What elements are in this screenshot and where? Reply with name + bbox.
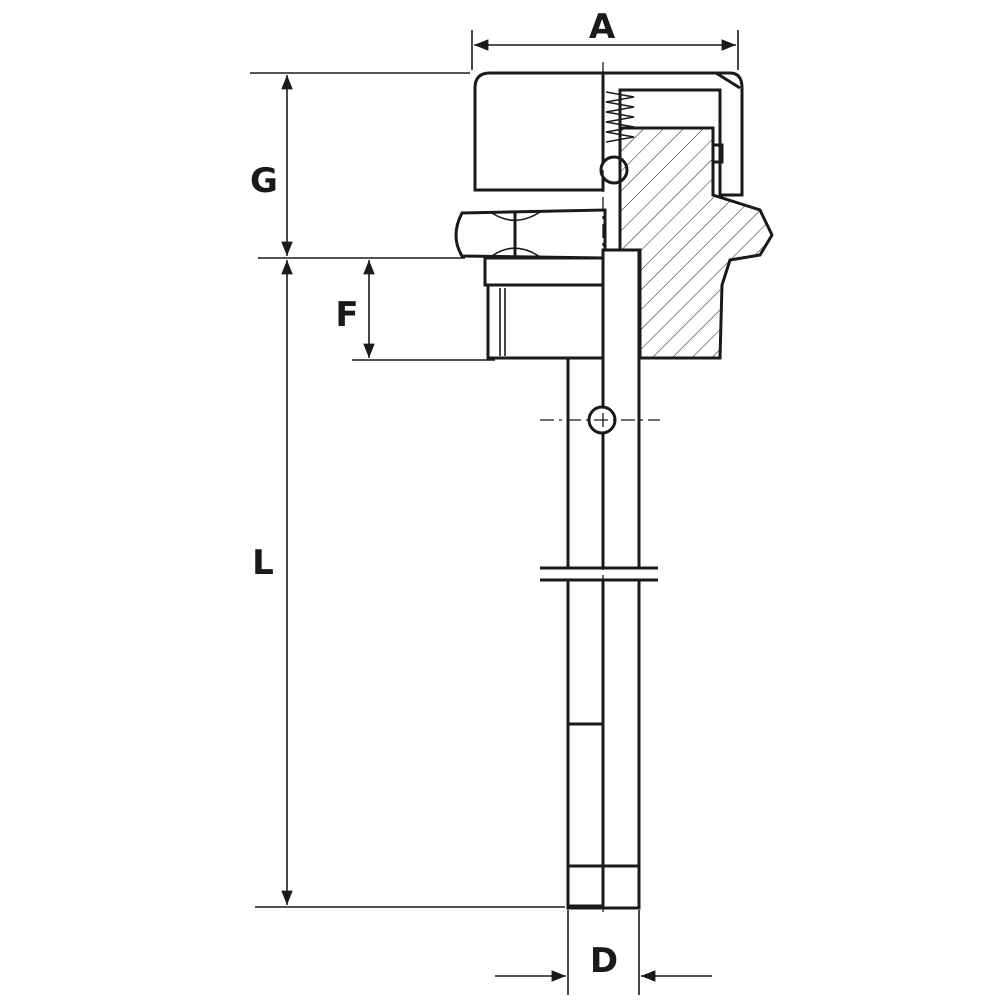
dimension-label-d: D xyxy=(590,941,618,981)
threaded-body xyxy=(483,256,607,360)
breather-cap xyxy=(473,71,744,197)
dimension-label-l: L xyxy=(252,543,274,583)
dimension-f: F xyxy=(335,260,495,361)
dimension-label-g: G xyxy=(250,161,278,201)
dimension-l: L xyxy=(252,260,565,908)
hex-nut xyxy=(454,208,607,260)
dimension-label-f: F xyxy=(335,295,358,335)
dimension-g: G xyxy=(250,72,470,259)
dimension-label-a: A xyxy=(589,7,616,47)
dimension-a: A xyxy=(471,7,739,70)
section-view xyxy=(618,126,774,360)
spring xyxy=(605,91,635,143)
dimension-d: D xyxy=(495,910,712,995)
